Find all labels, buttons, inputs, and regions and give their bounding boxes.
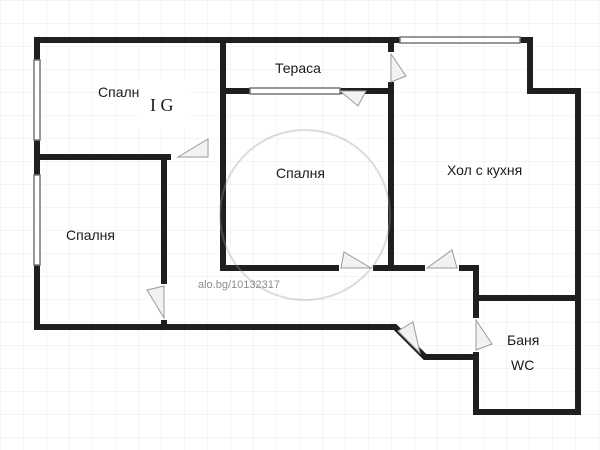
window-living <box>399 36 521 44</box>
door-bath <box>475 318 493 351</box>
label-bedroom-top-left: Спалн <box>98 84 139 100</box>
door-terrace-bottom <box>338 90 367 107</box>
label-bath: Баня <box>507 332 539 348</box>
door-bedroom-left <box>146 285 165 320</box>
windows <box>33 36 521 266</box>
watermark-circle <box>219 129 391 301</box>
door-bedroom-top-left <box>176 138 209 158</box>
window-left <box>33 174 41 266</box>
doors <box>146 52 493 355</box>
watermark-listing: alo.bg/10132317 <box>198 279 280 291</box>
label-terrace: Тераса <box>275 60 321 76</box>
label-bedroom-left: Спалня <box>66 227 115 243</box>
window-top-left <box>33 59 41 141</box>
door-entrance <box>397 321 421 355</box>
logo: I G <box>150 95 174 115</box>
door-living <box>425 249 458 269</box>
walls <box>34 37 581 415</box>
watermark <box>219 129 391 301</box>
door-terrace <box>390 52 407 83</box>
label-living-kitchen: Хол с кухня <box>447 162 522 178</box>
window-terrace <box>249 87 341 95</box>
label-bedroom-center: Спалня <box>276 165 325 181</box>
logo-box <box>138 80 190 128</box>
label-wc: WC <box>511 357 534 373</box>
door-bedroom-center <box>340 251 373 269</box>
